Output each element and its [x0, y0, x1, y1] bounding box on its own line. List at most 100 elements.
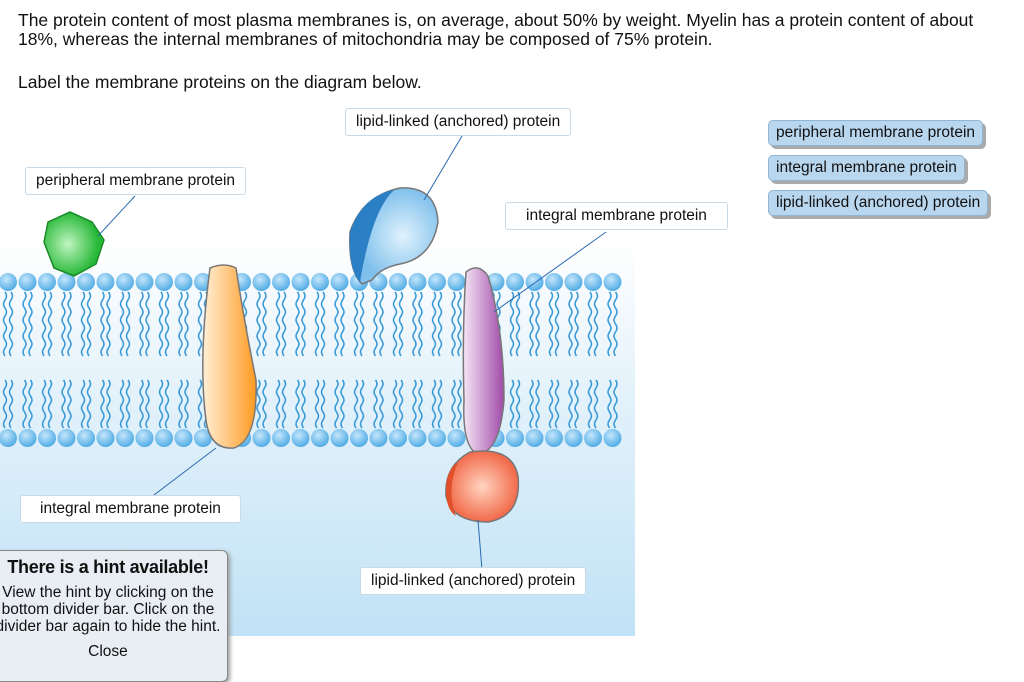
lipid-tail: [574, 291, 579, 357]
lipid-tail: [451, 379, 456, 429]
lipid-tail: [256, 379, 261, 429]
lipid-tail: [529, 291, 534, 357]
lipid-tail: [100, 379, 105, 429]
lipid-tail: [320, 379, 326, 429]
hint-title: There is a hint available!: [7, 557, 209, 577]
lipid-tail: [431, 379, 437, 429]
lipid-head: [330, 429, 349, 447]
lipid-head: [252, 429, 271, 447]
integral-protein-orange: [202, 264, 257, 449]
lipid-tail: [2, 379, 8, 429]
lipid-head: [428, 273, 446, 291]
lipid-tail: [8, 379, 14, 429]
lipid-tail: [80, 379, 86, 429]
lipid-tail: [548, 291, 554, 357]
lipid-head: [0, 429, 17, 447]
lipid-tail: [8, 291, 14, 357]
lipid-head: [311, 273, 329, 291]
lipid-tail: [178, 379, 183, 429]
lipid-tail: [398, 379, 404, 429]
lipid-head: [116, 273, 134, 291]
lipid-head: [155, 273, 173, 291]
lipid-tail: [359, 379, 365, 429]
lipid-head: [291, 429, 310, 447]
lipid-tail: [262, 291, 267, 357]
lipid-tail: [457, 291, 462, 357]
lipid-tail: [568, 291, 573, 357]
lipid-head: [428, 429, 446, 447]
anchored-protein-blue: [349, 187, 439, 285]
lipid-tail: [281, 379, 287, 429]
lipid-tail: [437, 379, 443, 429]
lipid-head: [135, 429, 154, 447]
lipid-head: [408, 273, 427, 291]
lipid-tail: [509, 291, 515, 357]
lipid-tail: [100, 291, 105, 357]
lipid-head: [525, 273, 544, 291]
lipid-head: [18, 273, 37, 291]
hint-close-button[interactable]: Close: [88, 643, 128, 660]
bank-label-peripheral[interactable]: peripheral membrane protein: [768, 120, 984, 146]
lipid-head: [174, 273, 193, 291]
placed-label-lipid-linked-bottom[interactable]: lipid-linked (anchored) protein: [360, 567, 587, 595]
lipid-tail: [301, 291, 306, 357]
lipid-tail: [529, 379, 534, 429]
lipid-head: [18, 429, 37, 447]
lipid-head: [389, 429, 407, 447]
lipid-tail: [119, 291, 125, 357]
lipid-tail: [334, 291, 339, 357]
lipid-tail: [22, 291, 27, 357]
lipid-tail: [262, 379, 267, 429]
lipid-tail: [22, 379, 27, 429]
lipid-head: [252, 273, 271, 291]
lipid-head: [291, 273, 310, 291]
instruction-text: Label the membrane proteins on the diagr…: [18, 72, 422, 92]
lipid-head: [272, 429, 290, 447]
lipid-tail: [2, 291, 8, 357]
lipid-tail: [41, 379, 47, 429]
placed-label-integral-left[interactable]: integral membrane protein: [20, 495, 241, 523]
lipid-head: [77, 273, 95, 291]
lipid-head: [369, 429, 388, 447]
lipid-tail: [554, 291, 560, 357]
lipid-tail: [197, 379, 203, 429]
bank-label-integral[interactable]: integral membrane protein: [768, 155, 965, 181]
lipid-tail: [295, 379, 300, 429]
lipid-tail: [256, 291, 261, 357]
lipid-tail: [607, 379, 612, 429]
lipid-tail: [613, 291, 618, 357]
lipid-tail: [418, 291, 423, 357]
lipid-tail: [275, 379, 281, 429]
lipid-head: [311, 429, 329, 447]
lipid-tail: [373, 379, 378, 429]
integral-protein-purple: [462, 267, 505, 455]
lipid-tail: [275, 291, 281, 357]
lipid-tail: [515, 291, 521, 357]
lipid-head: [350, 429, 368, 447]
lipid-tail: [320, 291, 326, 357]
lipid-head: [96, 273, 115, 291]
lipid-tail: [314, 379, 320, 429]
intro-text: The protein content of most plasma membr…: [18, 10, 974, 49]
bank-label-lipid-linked[interactable]: lipid-linked (anchored) protein: [768, 190, 989, 216]
lipid-tail: [164, 291, 170, 357]
lipid-head: [174, 429, 193, 447]
placed-label-peripheral[interactable]: peripheral membrane protein: [25, 167, 247, 195]
lipid-tail: [568, 379, 573, 429]
lipid-tail: [28, 291, 33, 357]
lipid-tail: [145, 379, 150, 429]
lipid-head: [603, 273, 622, 291]
lipid-tail: [301, 379, 306, 429]
lipid-tail: [340, 379, 345, 429]
lipid-head: [408, 429, 427, 447]
placed-label-lipid-linked-top[interactable]: lipid-linked (anchored) protein: [345, 108, 572, 136]
lipid-head: [525, 429, 544, 447]
lipid-head: [447, 429, 466, 447]
placed-label-integral-right[interactable]: integral membrane protein: [505, 202, 728, 230]
lipid-tail: [379, 379, 384, 429]
lipid-head: [77, 429, 95, 447]
lipid-head: [38, 273, 56, 291]
lipid-head: [545, 429, 563, 447]
lipid-tail: [178, 291, 183, 357]
lipid-tail: [184, 379, 189, 429]
